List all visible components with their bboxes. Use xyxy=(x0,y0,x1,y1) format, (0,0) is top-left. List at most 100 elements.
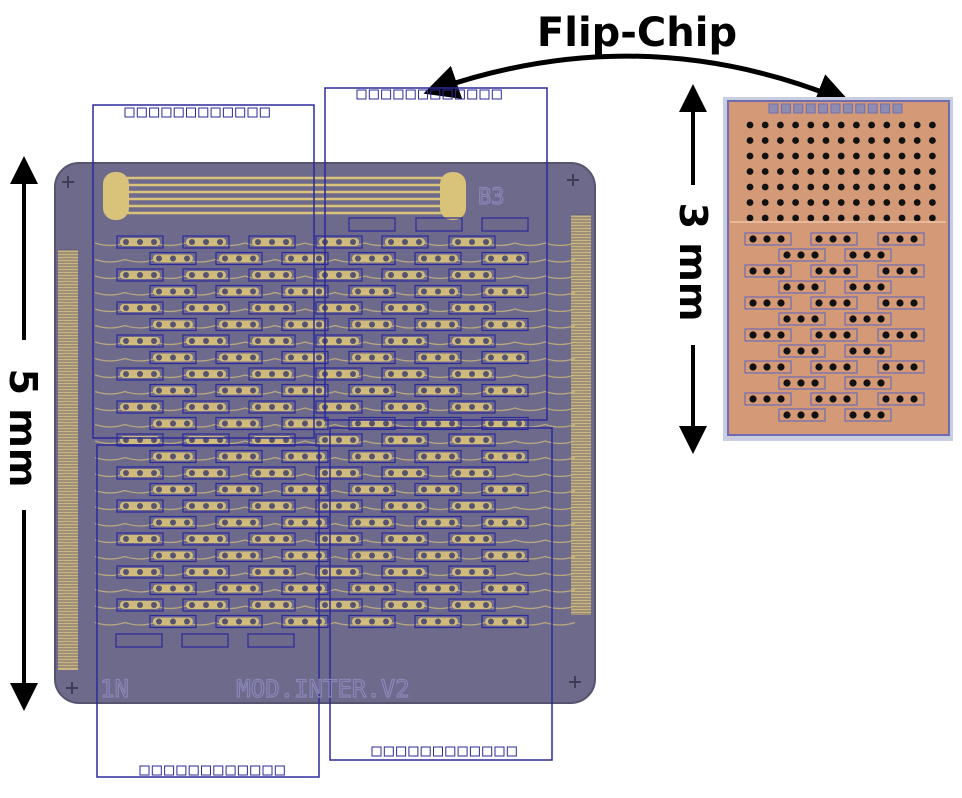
pad-outline xyxy=(348,416,396,431)
flip-arrow xyxy=(423,53,852,107)
contact-square xyxy=(161,107,172,118)
pad-hole xyxy=(123,569,129,575)
solder-bump xyxy=(783,315,791,323)
pad-hole xyxy=(283,503,289,509)
pad-hole xyxy=(416,536,422,542)
solder-bump xyxy=(913,121,921,129)
pad-outline xyxy=(348,383,396,398)
solder-bump xyxy=(807,183,815,191)
solder-bump xyxy=(777,199,784,206)
pad-outline xyxy=(248,235,296,249)
pad-outline xyxy=(215,416,263,431)
pad-hole xyxy=(288,585,294,592)
solder-bump xyxy=(910,267,918,275)
flip-pad-outline xyxy=(778,312,826,326)
pad-hole xyxy=(455,239,461,245)
contact-square xyxy=(173,107,184,118)
pad-hole xyxy=(170,255,176,262)
pad-hole xyxy=(388,305,394,311)
pad-hole xyxy=(222,486,228,493)
pad-hole xyxy=(502,255,508,262)
pad-hole xyxy=(269,338,275,344)
solder-bump xyxy=(843,235,851,243)
pad-hole xyxy=(488,486,494,493)
contact-square xyxy=(274,765,285,776)
flip-pad-outline xyxy=(877,264,925,278)
pad-outline xyxy=(414,284,462,299)
pad-hole xyxy=(369,453,375,460)
pad-hole xyxy=(151,404,157,410)
solder-bump xyxy=(746,199,754,206)
pad-hole xyxy=(203,239,209,245)
pad-hole xyxy=(302,486,308,493)
pad-hole xyxy=(502,453,508,460)
pad-hole xyxy=(502,486,508,493)
solder-bump xyxy=(807,214,815,222)
pad-hole xyxy=(502,387,508,394)
pad-hole xyxy=(222,519,228,526)
pad-hole xyxy=(255,371,261,377)
pad-outline xyxy=(149,515,197,530)
solder-bump xyxy=(783,347,791,355)
pad-hole xyxy=(302,321,308,328)
pad-hole xyxy=(137,536,143,542)
pad-hole xyxy=(516,420,522,427)
pad-hole xyxy=(449,354,455,361)
pad-outline xyxy=(315,598,363,612)
pad-outline xyxy=(182,301,230,315)
chip-marking-corner: 1N xyxy=(100,675,129,703)
pad-hole xyxy=(255,404,261,410)
pad-hole xyxy=(469,602,475,608)
pad-hole xyxy=(151,371,157,377)
pad-outline xyxy=(315,367,363,381)
solder-bump xyxy=(898,121,906,129)
pad-outline xyxy=(116,400,164,414)
pad-hole xyxy=(269,371,275,377)
bond-pad-outline xyxy=(481,217,529,232)
pad-outline xyxy=(248,400,296,414)
pad-outline xyxy=(481,350,529,365)
pad-hole xyxy=(369,519,375,526)
pad-outline xyxy=(248,301,296,315)
pad-hole xyxy=(350,338,356,344)
pad-hole xyxy=(302,387,308,394)
pad-hole xyxy=(217,503,223,509)
solder-bump xyxy=(749,235,757,243)
solder-bump xyxy=(797,411,805,419)
solder-bump xyxy=(763,331,771,339)
solder-bump xyxy=(868,137,875,144)
pad-outline xyxy=(381,565,429,579)
pad-hole xyxy=(269,503,275,509)
dimension-label-small: 3 mm xyxy=(671,203,715,322)
solder-bump xyxy=(822,199,830,206)
pad-outline xyxy=(448,433,496,447)
solder-bump xyxy=(868,121,875,129)
pad-hole xyxy=(302,453,308,460)
pad-hole xyxy=(250,354,256,361)
contact-square xyxy=(186,107,196,118)
pad-hole xyxy=(170,552,176,559)
pad-hole xyxy=(388,371,394,377)
pad-hole xyxy=(355,354,361,361)
contact-square xyxy=(222,107,233,118)
solder-bump xyxy=(797,283,805,291)
pad-outline xyxy=(215,350,263,365)
solder-bump xyxy=(853,199,860,206)
pad-hole xyxy=(236,354,242,361)
pad-outline xyxy=(116,598,164,612)
pad-hole xyxy=(156,618,162,625)
pad-outline xyxy=(414,350,462,365)
pad-hole xyxy=(250,519,256,526)
pad-hole xyxy=(488,420,494,427)
pad-hole xyxy=(421,255,427,262)
pad-outline xyxy=(182,598,230,612)
pad-hole xyxy=(421,552,427,559)
solder-bump xyxy=(898,137,906,144)
pad-hole xyxy=(421,420,427,427)
contact-square xyxy=(383,746,394,757)
pad-outline xyxy=(182,334,230,348)
solder-bump xyxy=(822,152,830,160)
pad-hole xyxy=(288,420,294,427)
solder-bump xyxy=(792,199,799,206)
pad-hole xyxy=(156,519,162,526)
